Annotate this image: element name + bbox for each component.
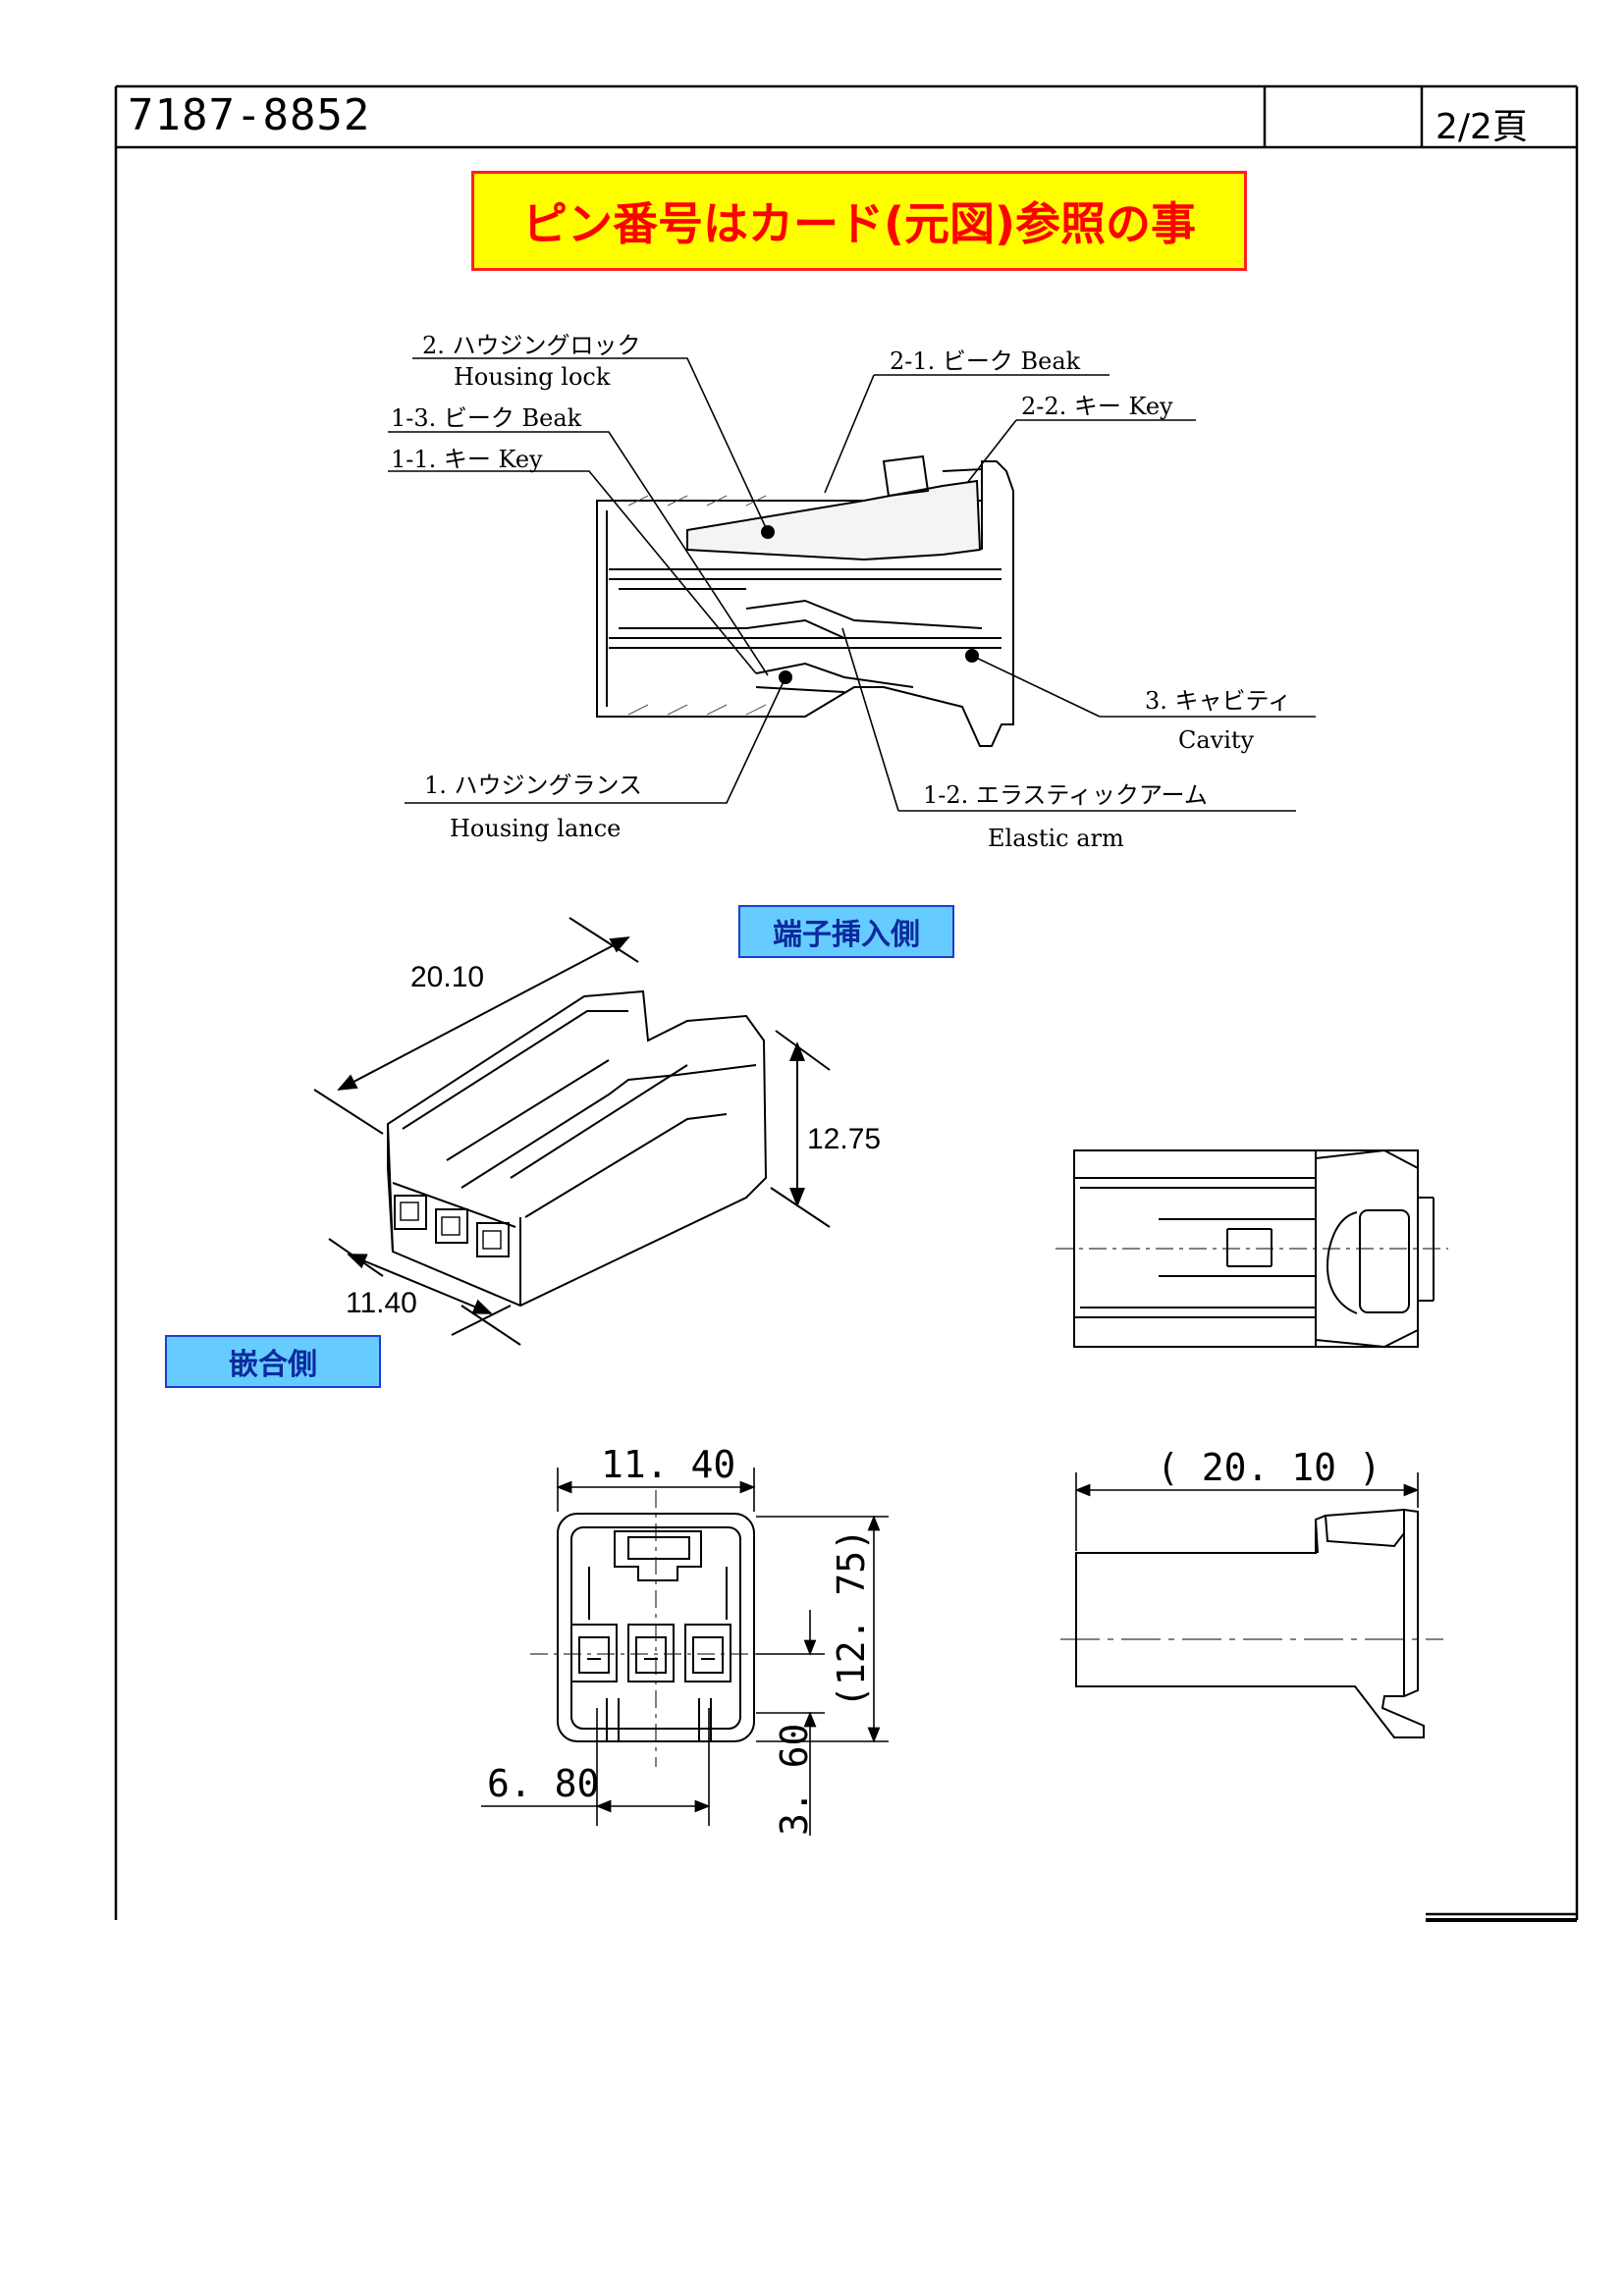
iso-dim-width: 11.40 <box>346 1287 417 1319</box>
front-view-dimension-labels: 11. 40 6. 80 (12. 75) 3. 60 <box>487 1443 873 1836</box>
side-view <box>1060 1472 1443 1738</box>
label-elastic-arm-en: Elastic arm <box>988 825 1124 852</box>
front-dim-width: 11. 40 <box>601 1443 735 1486</box>
page-number: 2/2頁 <box>1435 107 1528 147</box>
cavity-square-2 <box>441 1216 460 1236</box>
mating-side-tag: 嵌合側 <box>165 1335 381 1388</box>
side-dim-length: ( 20. 10 ) <box>1157 1446 1381 1489</box>
label-elastic-arm-jp: 1-2. エラスティックアーム <box>923 781 1208 809</box>
isometric-dimension-labels: 20.10 12.75 11.40 <box>346 961 881 1319</box>
label-housing-lock-en: Housing lock <box>454 363 611 391</box>
label-beak-1-3: 1-3. ビーク Beak <box>391 404 582 432</box>
top-view <box>1056 1148 1448 1349</box>
pin-number-notice-banner: ピン番号はカード(元図)参照の事 <box>471 171 1247 271</box>
label-key-2-2: 2-2. キー Key <box>1021 393 1173 420</box>
front-view <box>481 1468 889 1836</box>
cavity-square-3 <box>482 1230 502 1250</box>
terminal-insertion-side-tag: 端子挿入側 <box>738 905 954 958</box>
front-dim-height: (12. 75) <box>830 1528 873 1708</box>
front-dim-offset: 3. 60 <box>773 1724 816 1836</box>
drawing-number: 7187-8852 <box>128 90 371 140</box>
label-key-1-1: 1-1. キー Key <box>391 446 543 473</box>
cross-section-view <box>388 357 1316 812</box>
front-dim-pitch: 6. 80 <box>487 1762 599 1805</box>
title-frame <box>114 84 1579 1922</box>
side-view-dimension-labels: ( 20. 10 ) <box>1157 1446 1381 1489</box>
label-housing-lock-jp: 2. ハウジングロック <box>422 332 641 359</box>
isometric-view <box>313 917 831 1346</box>
label-housing-lance-en: Housing lance <box>450 815 621 842</box>
cross-section-labels: 2. ハウジングロック Housing lock 1-3. ビーク Beak 1… <box>391 332 1291 852</box>
label-cavity-en: Cavity <box>1178 726 1255 754</box>
label-cavity-jp: 3. キャビティ <box>1145 687 1291 715</box>
iso-dim-height: 12.75 <box>807 1123 881 1155</box>
label-beak-2-1: 2-1. ビーク Beak <box>890 347 1081 375</box>
iso-dim-length: 20.10 <box>410 961 484 993</box>
cavity-square-1 <box>400 1201 419 1221</box>
label-housing-lance-jp: 1. ハウジングランス <box>424 772 642 799</box>
